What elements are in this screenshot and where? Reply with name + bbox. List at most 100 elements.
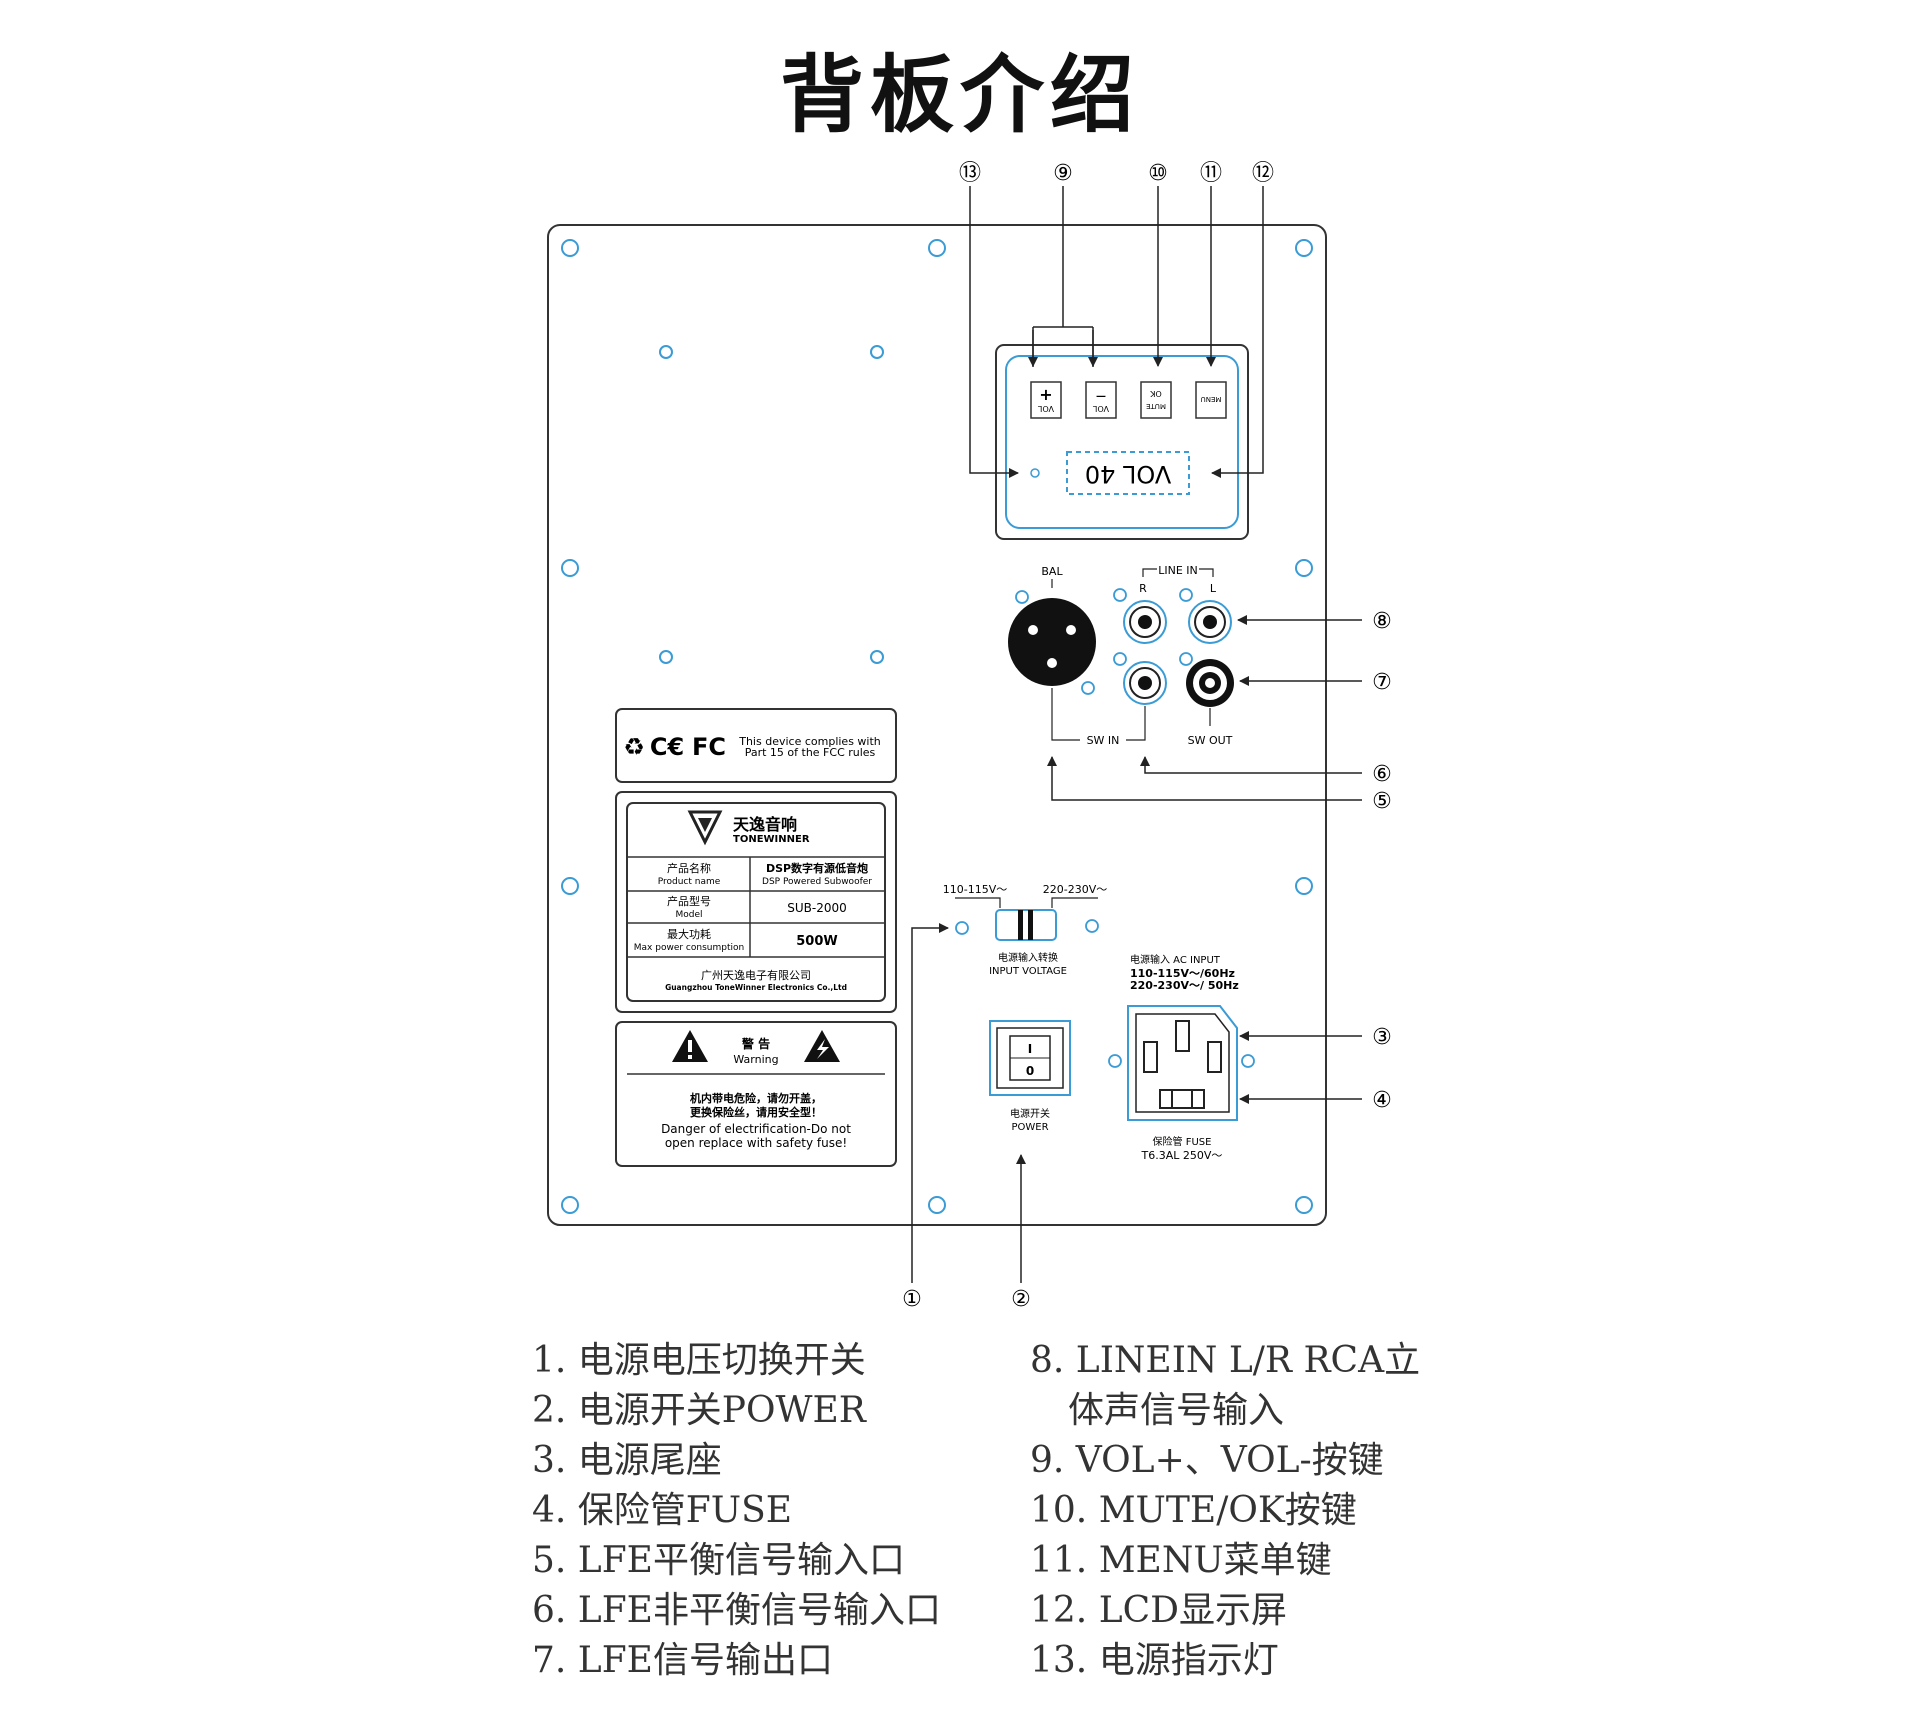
voltage-label-en: INPUT VOLTAGE (989, 966, 1067, 977)
row3-key-cn: 最大功耗 (667, 927, 711, 941)
row3-key-en: Max power consumption (634, 943, 744, 953)
mounting-holes (561, 239, 1313, 1214)
cert-text-line1: This device complies with (738, 735, 881, 748)
ac-input-label: 电源输入 AC INPUT (1130, 953, 1221, 966)
legend-item: 1. 电源电压切换开关 (532, 1340, 866, 1381)
right-callouts-lower (1239, 1031, 1362, 1104)
power-label-cn: 电源开关 (1010, 1107, 1050, 1120)
callout-8: ⑧ (1372, 609, 1392, 634)
callout-13: ⑬ (959, 161, 981, 186)
legend-item: 12. LCD显示屏 (1030, 1590, 1288, 1631)
vol-plus-button[interactable]: + VOL (1030, 381, 1062, 419)
control-panel: + VOL — VOL OK MUTE MENU VOL 40 (995, 344, 1249, 540)
tonewinner-logo-icon (687, 810, 723, 846)
legend-item: 7. LFE信号输出口 (532, 1640, 833, 1681)
top-callouts (969, 186, 1264, 478)
callout-9: ⑨ (1053, 161, 1073, 186)
power-switch[interactable]: I 0 (989, 1020, 1071, 1096)
sw-in-label: SW IN (1087, 734, 1120, 747)
callout-4: ④ (1372, 1088, 1392, 1113)
right-callouts-upper (1047, 615, 1362, 801)
brand-en: TONEWINNER (733, 834, 810, 845)
high-voltage-icon (804, 1030, 840, 1062)
callout-1: ① (902, 1287, 922, 1312)
legend-item: 4. 保险管FUSE (532, 1490, 793, 1531)
power-off-mark: 0 (1026, 1064, 1034, 1078)
line-in-r-jack[interactable] (1123, 600, 1167, 644)
callout-12: ⑫ (1252, 161, 1274, 186)
callout-6: ⑥ (1372, 762, 1392, 787)
menu-label: MENU (1201, 395, 1222, 403)
vol-plus-label: VOL (1037, 404, 1054, 413)
warning-triangle-icon (672, 1030, 708, 1062)
row1-val2: DSP Powered Subwoofer (762, 877, 872, 887)
cert-label: ♻ C€ FC This device complies with Part 1… (615, 708, 897, 783)
line-in-l-jack[interactable] (1188, 600, 1232, 644)
row1-key-cn: 产品名称 (667, 861, 711, 875)
vol-minus-sign: — (1096, 391, 1106, 402)
lcd-text: VOL 40 (1085, 460, 1171, 488)
input-section: BAL LINE IN R L (1008, 564, 1234, 747)
callout-5: ⑤ (1372, 789, 1392, 814)
row1-key-en: Product name (658, 877, 721, 887)
legend-item: 3. 电源尾座 (532, 1440, 722, 1481)
ac-input-label-110: 110-115V～/60Hz (1130, 967, 1235, 980)
warning-line4: open replace with safety fuse! (665, 1136, 847, 1150)
legend-item: 2. 电源开关POWER (532, 1390, 866, 1431)
legend-item: 8. LINEIN L/R RCA立 (1030, 1340, 1421, 1381)
lcd-display (1066, 451, 1190, 495)
voltage-selector: 110-115V～ 220-230V～ 电源输入转换 INPUT VOLTAGE (943, 883, 1108, 977)
callout-2: ② (1011, 1287, 1031, 1312)
sw-out-label: SW OUT (1188, 734, 1233, 747)
vol-minus-label: VOL (1092, 404, 1109, 413)
power-label-en: POWER (1011, 1122, 1048, 1133)
power-on-mark: I (1028, 1042, 1032, 1056)
fuse-value: T6.3AL 250V～ (1141, 1149, 1223, 1162)
power-led (1030, 468, 1040, 478)
page-title: 背板介绍 (779, 45, 1140, 144)
voltage-switch[interactable] (995, 909, 1057, 941)
warning-line3: Danger of electrification-Do not (661, 1122, 851, 1136)
brand-cn: 天逸音响 (733, 815, 797, 834)
warning-line2: 更换保险丝，请用安全型！ (690, 1105, 822, 1119)
row3-val1: 500W (796, 934, 837, 949)
callout-11: ⑪ (1200, 161, 1222, 186)
company-cn: 广州天逸电子有限公司 (701, 968, 811, 982)
sw-out-jack[interactable] (1186, 659, 1234, 707)
menu-button[interactable]: MENU (1195, 381, 1227, 419)
cert-text-line2: Part 15 of the FCC rules (745, 746, 876, 759)
sw-in-jack[interactable] (1123, 661, 1167, 705)
legend-item: 13. 电源指示灯 (1030, 1640, 1279, 1681)
vol-minus-button[interactable]: — VOL (1085, 381, 1117, 419)
ce-mark-icon: C€ (650, 733, 684, 761)
line-in-label: LINE IN (1158, 564, 1198, 577)
bal-label: BAL (1041, 565, 1063, 578)
legend-item: 5. LFE平衡信号输入口 (532, 1540, 905, 1581)
legend-item-continuation: 体声信号输入 (1068, 1390, 1285, 1431)
ac-input-label-220: 220-230V～/ 50Hz (1130, 979, 1239, 992)
legend-item: 6. LFE非平衡信号输入口 (532, 1590, 941, 1631)
line-in-r-label: R (1139, 582, 1147, 595)
fuse-holder[interactable] (1159, 1089, 1205, 1109)
row2-val1: SUB-2000 (787, 901, 847, 915)
voltage-right-label: 220-230V～ (1043, 883, 1108, 896)
callout-7: ⑦ (1372, 670, 1392, 695)
mute-ok-label-ok: OK (1149, 389, 1161, 398)
voltage-label-cn: 电源输入转换 (998, 951, 1058, 964)
xlr-balanced-jack[interactable] (1008, 598, 1096, 686)
voltage-left-label: 110-115V～ (943, 883, 1008, 896)
row2-key-cn: 产品型号 (667, 894, 711, 908)
top-callout-numbers: ⑬ ⑨ ⑩ ⑪ ⑫ (959, 161, 1274, 186)
vol-plus-sign: + (1039, 385, 1052, 404)
mute-ok-button[interactable]: OK MUTE (1140, 381, 1172, 419)
bottom-callouts (911, 923, 1026, 1283)
mute-ok-label-mute: MUTE (1146, 402, 1166, 410)
product-label: 天逸音响 TONEWINNER 产品名称 Product name DSP数字有… (615, 791, 897, 1013)
legend-item: 9. VOL+、VOL-按键 (1030, 1440, 1384, 1481)
iec-power-socket[interactable] (1127, 1005, 1238, 1121)
legend-item: 11. MENU菜单键 (1030, 1540, 1332, 1581)
fuse-label-cn: 保险管 FUSE (1153, 1135, 1212, 1148)
callout-10: ⑩ (1148, 161, 1168, 186)
warning-title-cn: 警 告 (741, 1036, 770, 1051)
